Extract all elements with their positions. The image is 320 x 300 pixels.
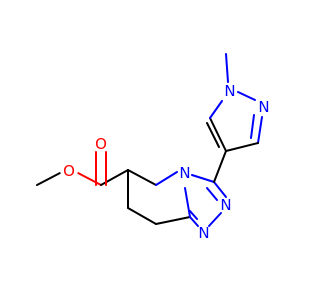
methyl-ester-group bbox=[36, 151, 129, 186]
atom-labels: O O N N N N N bbox=[60, 82, 270, 242]
label-bg-ether-o bbox=[60, 161, 78, 179]
bond-c6-c5 bbox=[127, 169, 157, 186]
triazole-ring bbox=[184, 174, 227, 227]
bond-c3-n2 bbox=[213, 181, 227, 198]
label-bg-carbonyl-o bbox=[92, 134, 110, 152]
piperidine-ring bbox=[127, 169, 191, 225]
bond-c3-n2-inner bbox=[206, 187, 218, 201]
molecule-structure: O O N N N N N bbox=[36, 53, 270, 242]
bond-pz-n2-c3-inner bbox=[250, 114, 255, 139]
bond-c7-c8 bbox=[127, 207, 157, 225]
bond-n2-n1 bbox=[208, 212, 222, 227]
carbonyl-oxygen-label: O bbox=[95, 135, 107, 153]
triazole-n1-label: N bbox=[198, 224, 209, 242]
bond-c8-c8a bbox=[155, 216, 191, 225]
bond-o-carbonyl-c bbox=[77, 172, 102, 186]
bond-c5-n4 bbox=[155, 171, 178, 186]
bond-pz-c4-c5-inner bbox=[206, 122, 220, 148]
bond-triazole-pyrazole bbox=[213, 150, 227, 183]
bond-methyl-o bbox=[36, 172, 61, 186]
triazole-n2-label: N bbox=[220, 196, 231, 214]
triazole-n4-label: N bbox=[179, 164, 190, 182]
ester-ether-oxygen-label: O bbox=[63, 162, 75, 180]
pyrazole-ring bbox=[206, 53, 263, 152]
bond-n4-c8a bbox=[184, 187, 191, 218]
bond-pz-c4-c5 bbox=[209, 117, 227, 152]
bond-pz-c5-n1 bbox=[209, 100, 223, 119]
bond-pz-n1-methyl bbox=[225, 53, 229, 83]
pyrazole-n1-label: N bbox=[224, 82, 235, 100]
pyrazole-n2-label: N bbox=[258, 98, 269, 116]
bond-pz-c3-c4 bbox=[225, 142, 259, 152]
bond-n1-c8a bbox=[189, 216, 199, 227]
bond-n1-c8a-inner bbox=[189, 210, 198, 220]
bond-pz-n2-c3 bbox=[257, 116, 263, 144]
bond-pz-n1-n2 bbox=[237, 91, 256, 101]
bond-n4-c3 bbox=[191, 174, 215, 183]
